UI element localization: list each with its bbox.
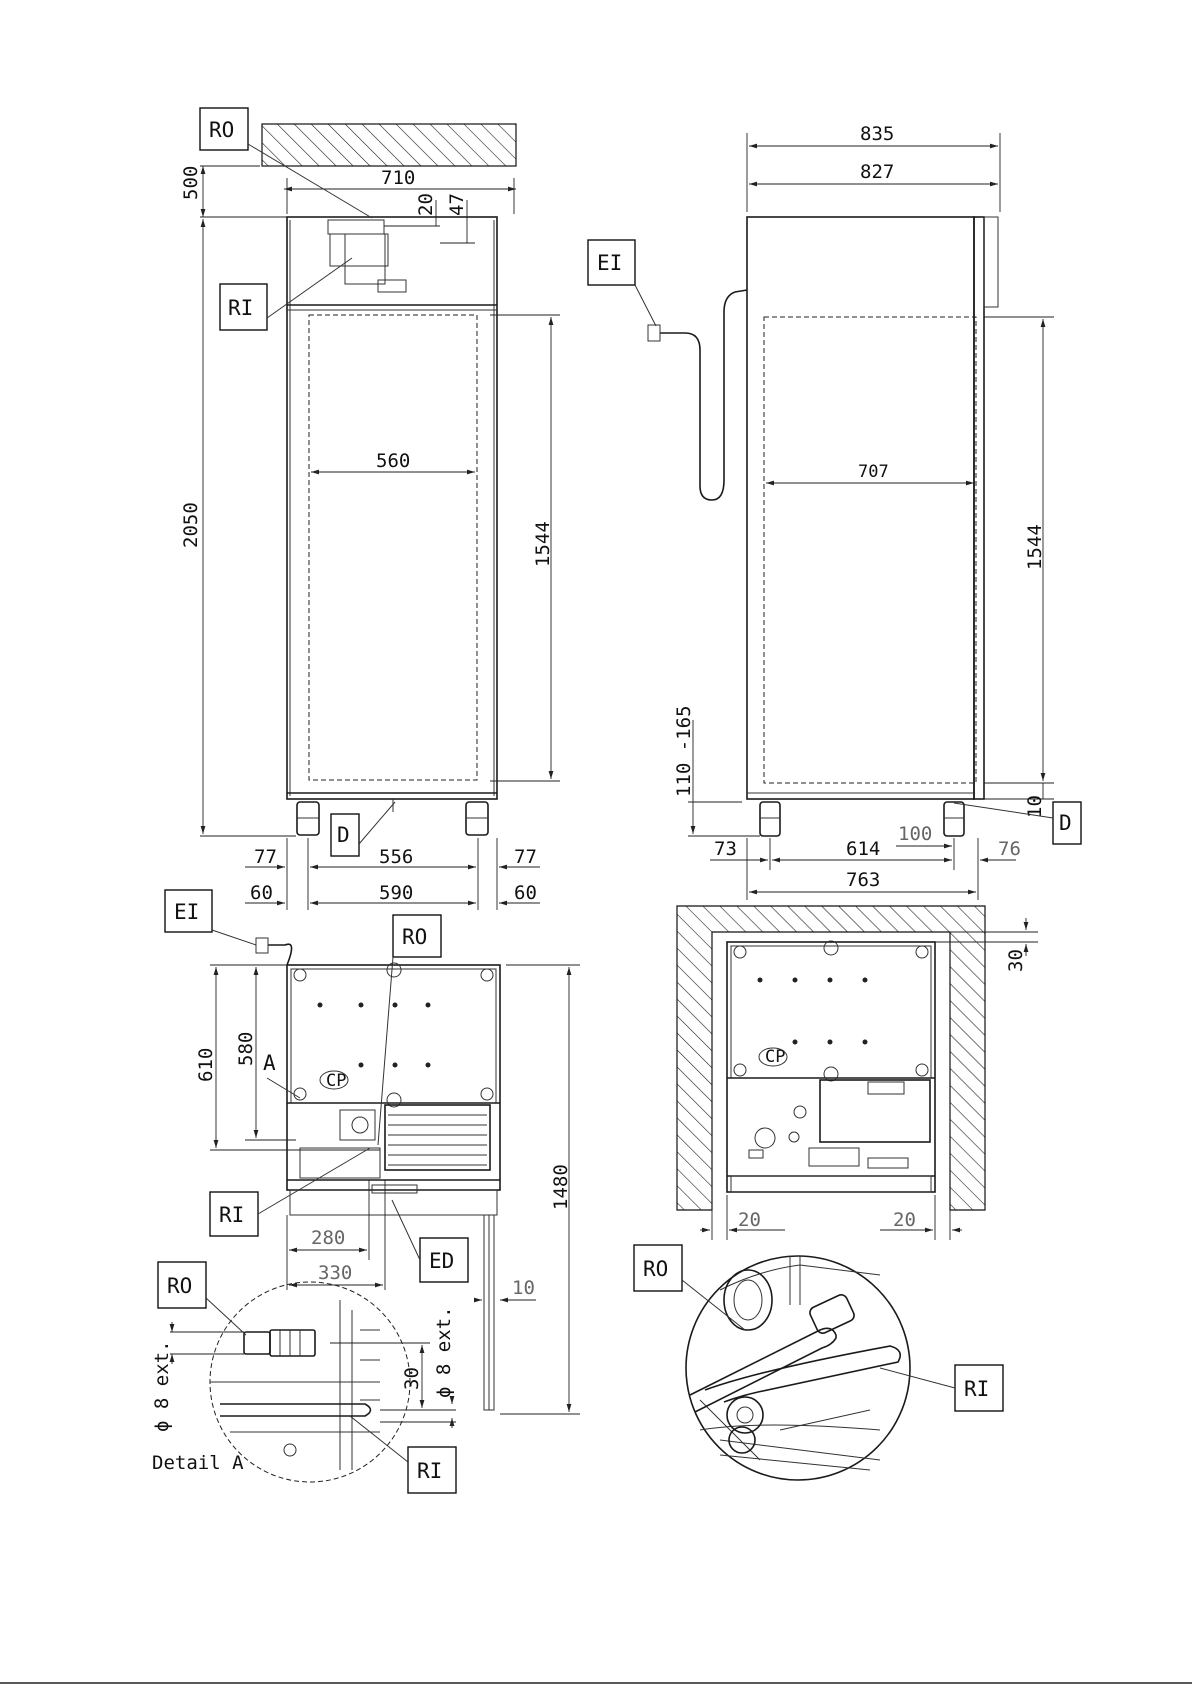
side-foot-right [944, 802, 964, 836]
detail-b-label-ro: RO [643, 1257, 668, 1281]
plan-dim-10: 10 [512, 1277, 535, 1299]
install-dim-20-left: 20 [738, 1209, 761, 1231]
plan-outline [287, 965, 500, 1190]
detail-b: RO RI [634, 1245, 1003, 1480]
side-dim-1544: 1544 [1024, 524, 1046, 570]
dim-inner-height: 1544 [532, 521, 554, 567]
front-inner-space [309, 315, 477, 780]
dim-height: 2050 [180, 502, 202, 548]
installation-view: CP 30 20 20 [677, 906, 1038, 1240]
plan-dim-610: 610 [195, 1048, 217, 1082]
plan-label-ei: EI [174, 900, 199, 924]
side-dim-614: 614 [846, 838, 880, 860]
dim-inner-width: 560 [376, 450, 410, 472]
plan-label-ri: RI [219, 1203, 244, 1227]
side-label-ei: EI [597, 251, 622, 275]
side-inner-space [764, 317, 976, 783]
front-view: 500 710 20 47 2050 560 1544 77 556 [180, 108, 560, 910]
side-dim-835: 835 [860, 123, 894, 145]
side-dim-feet: 110 -165 [673, 705, 695, 797]
dim-590: 590 [379, 882, 413, 904]
plan-label-ro: RO [402, 925, 427, 949]
plan-dim-280: 280 [311, 1227, 345, 1249]
detail-a: ϕ 8 ext. 30 ϕ 8 ext. Detail A RO RI [151, 1262, 456, 1493]
plan-dim-580: 580 [235, 1032, 257, 1066]
detail-b-circle [686, 1256, 910, 1480]
install-dim-30: 30 [1005, 949, 1027, 972]
dim-20: 20 [415, 193, 437, 216]
side-dim-827: 827 [860, 161, 894, 183]
detail-a-dim-30: 30 [401, 1367, 423, 1390]
plan-dim-330: 330 [318, 1262, 352, 1284]
side-cabinet-body [747, 217, 974, 799]
plan-label-ed: ED [429, 1249, 454, 1273]
dim-77-left: 77 [254, 846, 277, 868]
side-label-d: D [1059, 811, 1072, 835]
side-dim-100: 100 [898, 823, 932, 845]
top-view: CP 610 580 A 1480 280 330 10 [165, 890, 580, 1414]
power-cable [660, 290, 747, 500]
side-dim-707: 707 [858, 462, 889, 482]
dim-60-left: 60 [250, 882, 273, 904]
dim-width-top: 710 [381, 167, 415, 189]
ceiling-hatch [262, 124, 516, 166]
dim-556: 556 [379, 846, 413, 868]
dim-clearance: 500 [180, 166, 202, 200]
side-view: 835 827 707 1544 10 110 -165 73 614 100 [588, 123, 1081, 900]
side-dim-73: 73 [714, 838, 737, 860]
install-cp-mark: CP [765, 1047, 785, 1067]
install-dim-20-right: 20 [893, 1209, 916, 1231]
front-label-ro: RO [209, 118, 234, 142]
side-dim-763: 763 [846, 869, 880, 891]
detail-a-label-ro: RO [167, 1274, 192, 1298]
dim-60-right: 60 [514, 882, 537, 904]
plan-label-a: A [263, 1051, 276, 1075]
detail-a-dim-d8-right: ϕ 8 ext. [433, 1306, 455, 1398]
wall-niche-hatch [677, 906, 985, 1210]
plan-dim-1480: 1480 [550, 1164, 572, 1210]
detail-a-label-ri: RI [417, 1459, 442, 1483]
front-label-ri: RI [228, 296, 253, 320]
dim-47: 47 [446, 193, 468, 216]
detail-b-label-ri: RI [964, 1377, 989, 1401]
plan-cp-mark: CP [326, 1071, 346, 1091]
side-dim-76: 76 [998, 838, 1021, 860]
side-foot-left [760, 802, 780, 836]
front-label-d: D [337, 823, 350, 847]
dim-77-right: 77 [514, 846, 537, 868]
detail-a-dim-d8-left: ϕ 8 ext. [151, 1340, 173, 1432]
detail-a-caption: Detail A [152, 1452, 244, 1474]
